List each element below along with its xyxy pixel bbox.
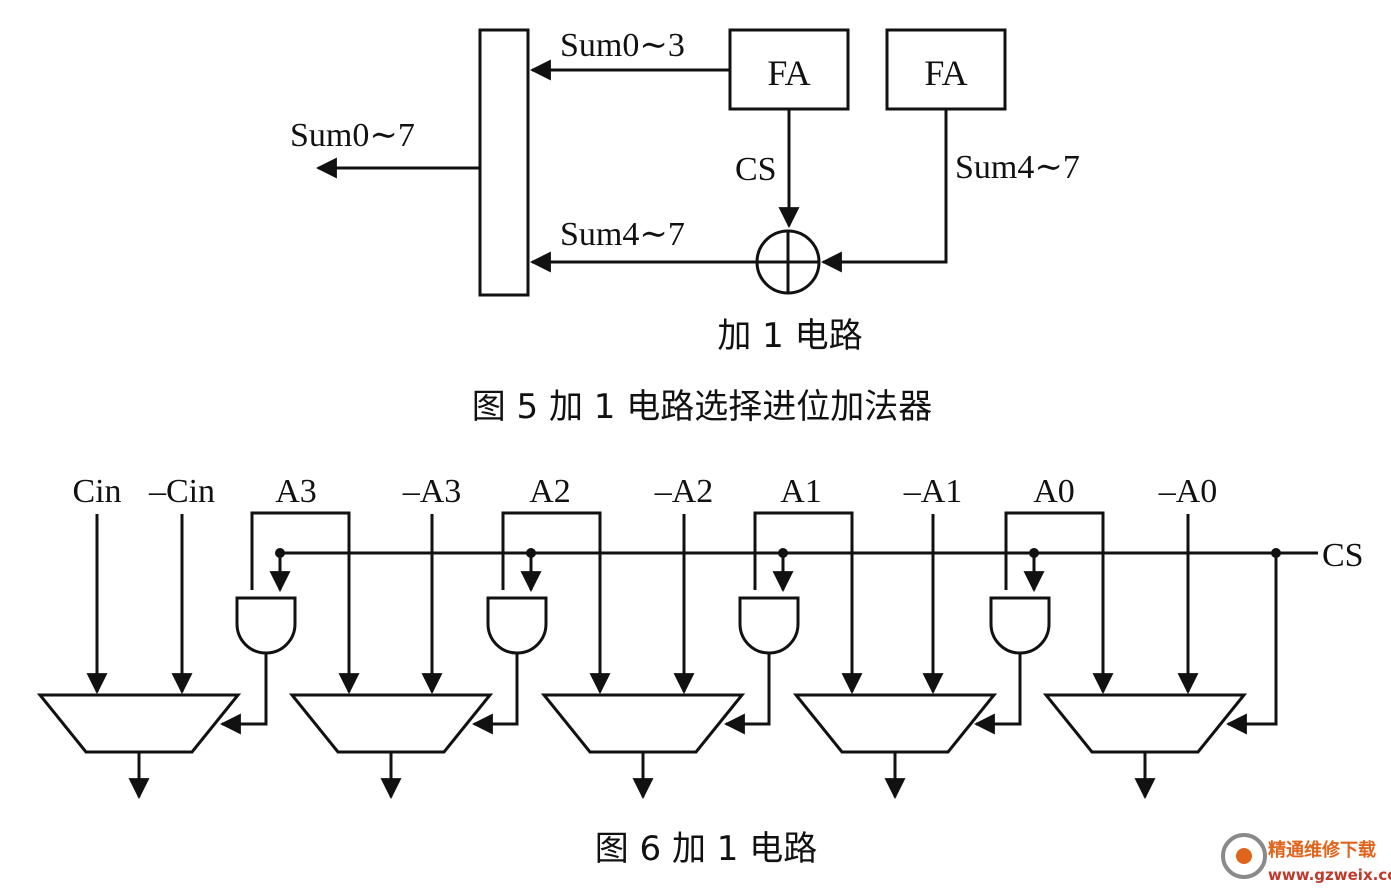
mux-a3 — [288, 693, 494, 754]
mux-cin — [36, 693, 242, 754]
fa-block-right — [885, 28, 1007, 111]
input-label-na1: –A1 — [903, 473, 963, 510]
figure-5: FA FA Sum0∼3 Sum0∼7 CS Sum4∼7 Sum4∼7 加 1… — [290, 27, 1080, 427]
fa-left-label: FA — [767, 53, 810, 93]
mux-stage-a3 — [219, 511, 494, 800]
input-label-a0: A0 — [1033, 473, 1075, 510]
mux-a0 — [1042, 693, 1248, 754]
input-label-cin: Cin — [72, 473, 121, 510]
watermark-eye-icon — [1221, 833, 1267, 879]
sum07-label: Sum0∼7 — [290, 117, 415, 154]
fa-right-label: FA — [924, 53, 967, 93]
add-one-circuit-label: 加 1 电路 — [717, 316, 862, 356]
sum47-right-wire — [820, 109, 948, 273]
cs-bus-label: CS — [1322, 537, 1364, 574]
mux-stage-a1 — [723, 511, 998, 800]
input-label-na3: –A3 — [402, 473, 462, 510]
input-label-ncin: –Cin — [148, 473, 215, 510]
sum03-label: Sum0∼3 — [560, 27, 685, 64]
selector-block — [478, 28, 530, 297]
cs-to-mux-a0 — [1225, 553, 1278, 735]
mux-stage-cin — [36, 514, 242, 800]
input-label-na0: –A0 — [1158, 473, 1218, 510]
input-label-a1: A1 — [780, 473, 822, 510]
and-gate-a0 — [989, 596, 1051, 655]
xor-symbol — [755, 229, 821, 295]
and-gate-a1 — [738, 596, 800, 655]
sum47-bottom-label: Sum4∼7 — [560, 216, 685, 253]
watermark-pupil-icon — [1236, 848, 1252, 864]
cs-label: CS — [735, 151, 777, 188]
watermark-brand: 精通维修下载 — [1268, 839, 1376, 861]
figure-6: Cin –Cin A3 –A3 A2 –A2 A1 –A1 A0 –A0 CS — [36, 473, 1364, 869]
and-gate-a3 — [235, 596, 297, 655]
mux-a1 — [792, 693, 998, 754]
mux-stage-a0 — [973, 511, 1248, 800]
figure-5-caption: 图 5 加 1 电路选择进位加法器 — [472, 387, 933, 427]
input-label-a2: A2 — [529, 473, 571, 510]
mux-stage-a2 — [471, 511, 746, 800]
sum47-right-label: Sum4∼7 — [955, 149, 1080, 186]
figure-6-caption: 图 6 加 1 电路 — [595, 829, 818, 869]
watermark: 精通维修下载 www.gzweix.com — [1221, 833, 1391, 884]
watermark-url: www.gzweix.com — [1268, 866, 1391, 884]
mux-a2 — [540, 693, 746, 754]
input-label-a3: A3 — [275, 473, 317, 510]
and-gate-a2 — [486, 596, 548, 655]
input-label-na2: –A2 — [654, 473, 714, 510]
